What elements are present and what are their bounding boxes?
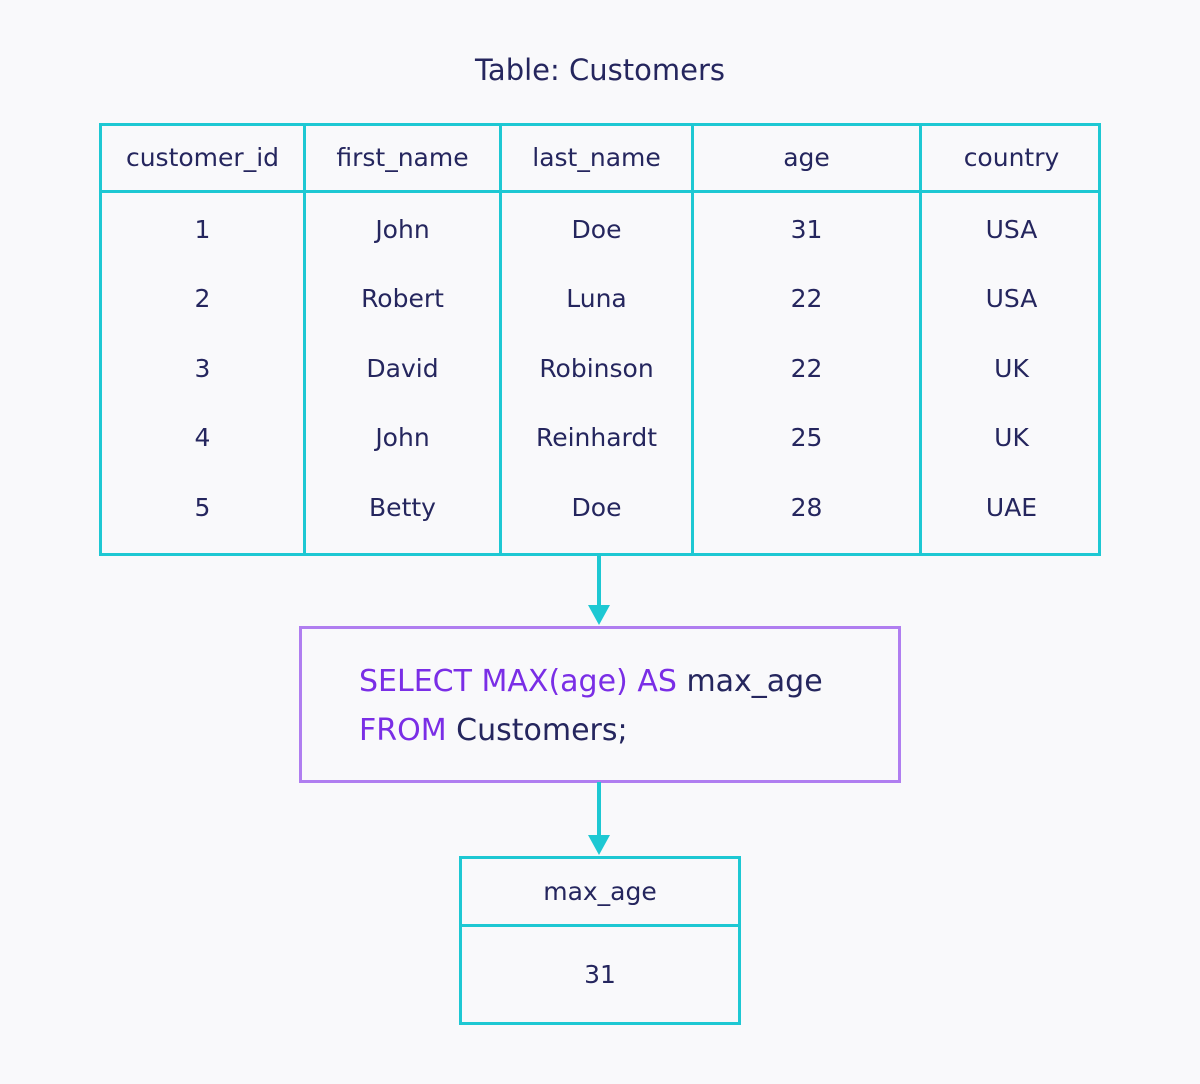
table-cell: 5	[194, 493, 211, 522]
diagram-title: Table: Customers	[475, 53, 725, 87]
table-cell: 2	[194, 284, 211, 313]
result-value: 31	[584, 960, 616, 989]
table-cell: UAE	[985, 493, 1038, 522]
column-header: country	[963, 143, 1060, 172]
keyword-max: MAX	[481, 664, 549, 699]
table-cell: 25	[790, 423, 823, 452]
table-cell: 31	[790, 215, 823, 244]
keyword-as: AS	[637, 664, 677, 699]
table-cell: David	[366, 354, 439, 383]
column-header: customer_id	[125, 143, 280, 172]
column-header: last_name	[532, 143, 661, 172]
column-divider	[499, 126, 502, 553]
customers-table: customer_id first_name last_name age country…	[99, 123, 1101, 556]
header-divider	[102, 190, 1098, 193]
table-cell: Robert	[361, 284, 444, 313]
table-name: Customers;	[456, 713, 628, 748]
table-cell: Luna	[566, 284, 627, 313]
column-header: age	[783, 143, 830, 172]
column-divider	[303, 126, 306, 553]
table-cell: 22	[790, 284, 823, 313]
table-cell: 3	[194, 354, 211, 383]
table-cell: 4	[194, 423, 211, 452]
table-cell: Robinson	[539, 354, 654, 383]
column-divider	[691, 126, 694, 553]
header-divider	[462, 924, 738, 927]
table-cell: John	[375, 423, 430, 452]
result-table: max_age 31	[459, 856, 741, 1025]
table-cell: Reinhardt	[535, 423, 658, 452]
column-divider	[919, 126, 922, 553]
table-cell: 1	[194, 215, 211, 244]
query-line-2: FROM Customers;	[359, 711, 628, 751]
sql-query-box: SELECT MAX(age) AS max_age FROM Customer…	[299, 626, 901, 783]
table-cell: Doe	[571, 215, 622, 244]
table-cell: John	[375, 215, 430, 244]
result-header: max_age	[543, 877, 657, 906]
arrow-down-icon	[588, 782, 610, 855]
arrow-down-icon	[588, 555, 610, 625]
column-header: first_name	[336, 143, 469, 172]
table-cell: 22	[790, 354, 823, 383]
alias-name: max_age	[686, 664, 823, 699]
keyword-select: SELECT	[359, 664, 472, 699]
table-cell: Doe	[571, 493, 622, 522]
table-cell: UK	[994, 423, 1029, 452]
query-line-1: SELECT MAX(age) AS max_age	[359, 662, 823, 702]
function-args: (age)	[548, 664, 628, 699]
table-cell: USA	[985, 284, 1038, 313]
table-cell: 28	[790, 493, 823, 522]
keyword-from: FROM	[359, 713, 447, 748]
table-cell: USA	[985, 215, 1038, 244]
table-cell: Betty	[369, 493, 436, 522]
table-cell: UK	[994, 354, 1029, 383]
